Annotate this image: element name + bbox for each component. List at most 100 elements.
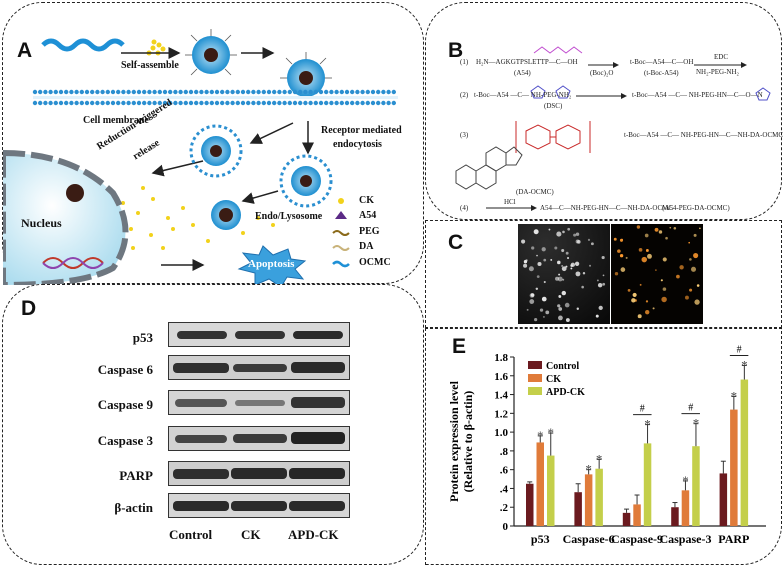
blot-strip-beta-actin	[168, 493, 350, 518]
y-tick-label: .8	[500, 446, 509, 458]
hash-mark: #	[688, 403, 693, 414]
da-ocmc-structure	[515, 121, 591, 153]
bar	[574, 492, 582, 526]
blot-label-p53: p53	[132, 330, 153, 345]
legend-swatch	[528, 374, 542, 382]
y-tick-label: .6	[500, 465, 509, 477]
tem-particles	[521, 227, 606, 322]
x-tick-label: PARP	[718, 532, 749, 546]
peg-line-icon	[332, 230, 350, 236]
y-tick-label: 1.0	[494, 427, 508, 439]
boc-anhydride-molecule	[533, 46, 583, 54]
nanoparticle-icon	[280, 52, 332, 97]
step3-product: t-Boc—A54 —C— NH-PEG-HN—C—NH-DA-OCMC	[624, 131, 784, 139]
bar	[681, 490, 690, 526]
step2-num: (2)	[460, 91, 469, 99]
blot-strip-p53	[168, 322, 350, 347]
endosome-icon	[189, 124, 243, 178]
panel-e-label: E	[452, 335, 467, 358]
bar	[536, 442, 544, 526]
significance-star: *	[741, 357, 748, 372]
bar	[671, 507, 679, 526]
legend-swatch	[528, 387, 542, 395]
blot-label-parp: PARP	[119, 468, 153, 483]
legend-ocmc: OCMC	[359, 257, 391, 268]
blot-label-caspase9: Caspase 9	[97, 397, 153, 412]
step3-reactant-sub: (DA-OCMC)	[516, 188, 554, 196]
step2-product: t-Boc—A54 —C— NH-PEG-HN—C—O—N	[632, 91, 763, 99]
y-tick-label: 1.2	[494, 408, 508, 420]
released-nanoparticle-icon	[211, 200, 241, 230]
hash-mark: #	[640, 404, 645, 415]
blot-strip-caspase9	[168, 390, 350, 415]
panel-b: B	[425, 2, 784, 220]
panel-a-label: A	[17, 39, 33, 62]
bar	[643, 443, 652, 526]
x-tick-label: Caspase-6	[563, 532, 615, 546]
apoptosis-burst-icon	[237, 245, 307, 285]
lane-label-ck: CK	[241, 527, 261, 542]
step1-reactant: H₂N—AGKGTPSLETTP—C—OH	[476, 58, 578, 66]
microscopy-images	[518, 224, 703, 324]
fluorescence-image	[611, 224, 703, 324]
significance-star: *	[548, 425, 555, 440]
step4-product-sub: (A54-PEG-DA-OCMC)	[662, 204, 730, 212]
panel-c: C	[425, 220, 782, 328]
step4-product: A54—C—NH-PEG-HN—C—NH-DA-OCMC	[540, 204, 673, 212]
bar	[740, 379, 749, 526]
x-tick-label: Caspase-3	[659, 532, 711, 546]
significance-star: *	[693, 416, 700, 431]
step1-product: t-Boc—A54—C—OH	[630, 58, 694, 66]
y-axis-label: Protein expression level	[447, 380, 461, 502]
legend-da: DA	[359, 241, 374, 252]
step2-reagent: (DSC)	[544, 102, 563, 110]
lane-label-apd-ck: APD-CK	[288, 527, 339, 542]
step2-reactant: t-Boc—A54 —C— NH-PEG-NH₂	[474, 91, 572, 99]
nucleus-label: Nucleus	[21, 216, 62, 230]
blot-strip-caspase3	[168, 426, 350, 451]
y-tick-label: 1.4	[494, 390, 508, 402]
ck-dot-icon	[338, 198, 344, 204]
ocmc-polymer-chain	[41, 38, 125, 52]
step1-reactant-sub: (A54)	[514, 69, 531, 77]
significance-star: *	[731, 388, 738, 403]
tem-image	[518, 224, 610, 324]
dsc-molecule	[530, 85, 571, 99]
legend-peg: PEG	[359, 226, 380, 237]
blot-label-caspase6: Caspase 6	[97, 362, 153, 377]
da-line-icon	[332, 245, 350, 251]
synthesis-scheme	[455, 46, 771, 211]
legend-swatch	[528, 361, 542, 369]
nhs-ring	[755, 87, 771, 101]
nucleus-icon	[3, 149, 129, 285]
self-assemble-label: Self-assemble	[121, 60, 179, 71]
step1-product-sub: (t-Boc-A54)	[644, 69, 679, 77]
panel-d-label: D	[21, 297, 37, 320]
bar	[526, 483, 534, 526]
panel-a-illustration	[3, 29, 398, 285]
panel-a: A	[2, 2, 424, 285]
step1-reagent: (Boc)₂O	[590, 69, 614, 77]
lane-label-control: Control	[169, 527, 213, 542]
y-tick-label: 1.8	[494, 352, 508, 364]
significance-star: *	[585, 462, 592, 477]
legend-label: CK	[546, 374, 561, 385]
bar	[622, 512, 631, 526]
nanoparticle-icon	[185, 29, 237, 76]
steroid-structure	[455, 146, 523, 190]
step4-reagent: HCl	[504, 198, 516, 206]
blot-strip-caspase6	[168, 355, 350, 380]
bar	[547, 455, 555, 526]
apoptosis-label: Apoptosis	[248, 258, 295, 270]
legend-label: APD-CK	[546, 387, 585, 398]
y-tick-label: .2	[500, 502, 509, 514]
blot-strip-parp	[168, 461, 350, 486]
step1-cond1: EDC	[714, 53, 728, 61]
y-axis-label-sub: (Relative to β-actin)	[461, 391, 475, 493]
panel-b-label: B	[448, 39, 464, 62]
significance-star: *	[596, 451, 603, 466]
y-tick-label: 1.6	[494, 371, 508, 383]
blot-label-beta-actin: β-actin	[114, 500, 153, 515]
